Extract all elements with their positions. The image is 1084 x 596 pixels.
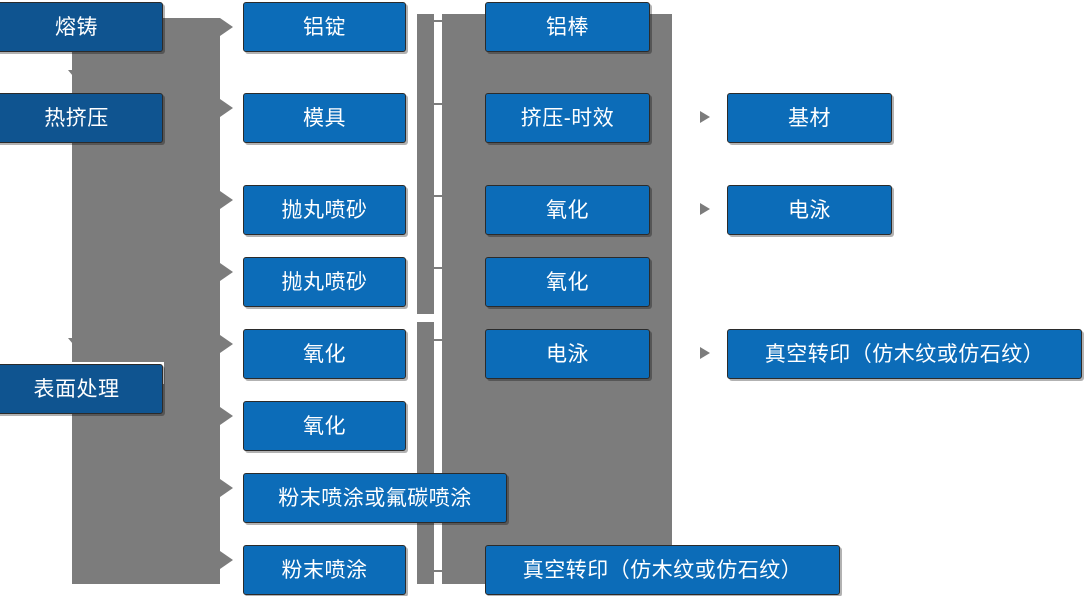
arrow-to-col2-8	[220, 551, 233, 569]
arrow-to-col4-3	[700, 347, 710, 359]
process-box-electrophoresis-1[interactable]: 电泳	[485, 329, 650, 379]
process-label: 粉末喷涂或氟碳喷涂	[278, 486, 472, 510]
process-box-powder-coating[interactable]: 粉末喷涂	[243, 545, 406, 595]
output-label: 真空转印（仿木纹或仿石纹）	[764, 342, 1045, 366]
tie-line-5	[428, 339, 450, 341]
process-box-vacuum-transfer-1[interactable]: 真空转印（仿木纹或仿石纹）	[485, 545, 840, 595]
down-arrow-melting	[68, 70, 86, 81]
process-box-mold[interactable]: 模具	[243, 93, 406, 143]
process-label: 铝锭	[303, 15, 346, 39]
output-box-vacuum-transfer[interactable]: 真空转印（仿木纹或仿石纹）	[727, 329, 1082, 379]
output-label: 电泳	[788, 198, 831, 222]
stub-line-surface	[160, 388, 190, 390]
tie-line-4	[428, 267, 450, 269]
process-label: 电泳	[546, 342, 589, 366]
process-label: 抛丸喷砂	[281, 198, 368, 222]
process-box-aluminum-bar[interactable]: 铝棒	[485, 2, 650, 52]
tie-line-2	[428, 103, 450, 105]
process-box-oxidation-1[interactable]: 氧化	[243, 329, 406, 379]
process-label: 氧化	[303, 414, 346, 438]
output-label: 基材	[788, 106, 831, 130]
stage-label: 表面处理	[33, 377, 120, 401]
output-box-electrophoresis[interactable]: 电泳	[727, 185, 892, 235]
stage-box-melting[interactable]: 熔铸	[0, 2, 163, 52]
arrow-to-col2-3	[220, 191, 233, 209]
process-label: 铝棒	[546, 15, 589, 39]
process-box-extrusion-aging[interactable]: 挤压-时效	[485, 93, 650, 143]
arrow-to-col2-5	[220, 335, 233, 353]
process-box-aluminum-ingot[interactable]: 铝锭	[243, 2, 406, 52]
process-label: 氧化	[546, 198, 589, 222]
connector-rail-inner-bottom	[417, 322, 434, 584]
process-label: 模具	[303, 106, 346, 130]
output-box-substrate[interactable]: 基材	[727, 93, 892, 143]
process-box-shot-blasting-2[interactable]: 抛丸喷砂	[243, 257, 406, 307]
process-box-shot-blasting-1[interactable]: 抛丸喷砂	[243, 185, 406, 235]
arrow-to-col2-7	[220, 479, 233, 497]
stage-label: 热挤压	[44, 106, 109, 130]
process-label: 氧化	[303, 342, 346, 366]
process-label: 挤压-时效	[520, 106, 615, 130]
process-label: 抛丸喷砂	[281, 270, 368, 294]
stage-box-surface-treatment[interactable]: 表面处理	[0, 364, 163, 414]
arrow-to-col2-4	[220, 263, 233, 281]
process-box-oxidation-2[interactable]: 氧化	[243, 401, 406, 451]
process-label: 粉末喷涂	[281, 558, 368, 582]
process-box-powder-or-fluorocarbon-coating[interactable]: 粉末喷涂或氟碳喷涂	[243, 473, 507, 523]
tie-line-6	[428, 570, 450, 572]
arrow-to-col2-1	[220, 18, 233, 36]
process-box-oxidation-4[interactable]: 氧化	[485, 257, 650, 307]
tie-line-3	[428, 195, 450, 197]
stage-box-hot-extrusion[interactable]: 热挤压	[0, 93, 163, 143]
arrow-to-col4-1	[700, 111, 710, 123]
arrow-to-col4-2	[700, 203, 710, 215]
tie-line-1	[428, 20, 450, 22]
process-label: 氧化	[546, 270, 589, 294]
arrow-to-col2-6	[220, 407, 233, 425]
process-label: 真空转印（仿木纹或仿石纹）	[522, 558, 803, 582]
arrow-to-col2-2	[220, 99, 233, 117]
down-arrow-surface	[68, 338, 86, 349]
process-box-oxidation-3[interactable]: 氧化	[485, 185, 650, 235]
stage-label: 熔铸	[55, 15, 98, 39]
connector-rail-inner-top	[417, 14, 434, 314]
